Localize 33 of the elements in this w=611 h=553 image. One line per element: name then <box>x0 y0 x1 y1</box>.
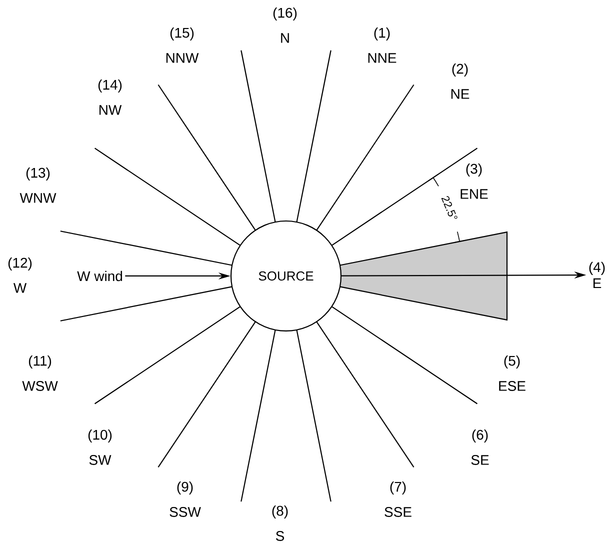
direction-label: NW <box>99 105 122 115</box>
direction-label: (2) <box>452 63 468 77</box>
direction-label: W <box>13 283 27 293</box>
wind-label: W wind <box>77 270 122 282</box>
direction-label: S <box>276 531 284 541</box>
direction-label: (9) <box>177 481 193 494</box>
direction-label: WSW <box>22 381 58 391</box>
direction-label: (1) <box>374 27 390 41</box>
direction-label: ESE <box>499 381 526 391</box>
direction-label: NNW <box>166 53 199 63</box>
direction-label: ENE <box>460 189 488 199</box>
direction-label: (3) <box>466 163 482 176</box>
direction-label: (7) <box>390 481 406 494</box>
direction-label: N <box>281 33 289 43</box>
direction-label: (6) <box>472 429 488 442</box>
direction-label: (13) <box>26 167 50 180</box>
direction-label: (12) <box>8 257 32 270</box>
direction-label: SSW <box>170 507 201 517</box>
direction-label: (10) <box>88 429 112 442</box>
direction-label: SW <box>89 455 112 465</box>
direction-label: (15) <box>170 27 194 41</box>
direction-label: NNE <box>368 53 396 63</box>
direction-label: WNW <box>20 193 56 203</box>
direction-label: (4) E <box>589 262 605 288</box>
direction-label: (11) <box>28 355 52 368</box>
direction-label: (16) <box>273 7 297 21</box>
direction-label: (14) <box>98 79 122 92</box>
direction-label: NE <box>451 89 470 99</box>
angle-label: 22.5° <box>441 196 458 219</box>
direction-label: SE <box>471 455 489 465</box>
direction-label: SSE <box>384 507 412 517</box>
direction-label: (5) <box>504 355 520 368</box>
direction-label: (8) <box>272 505 288 518</box>
